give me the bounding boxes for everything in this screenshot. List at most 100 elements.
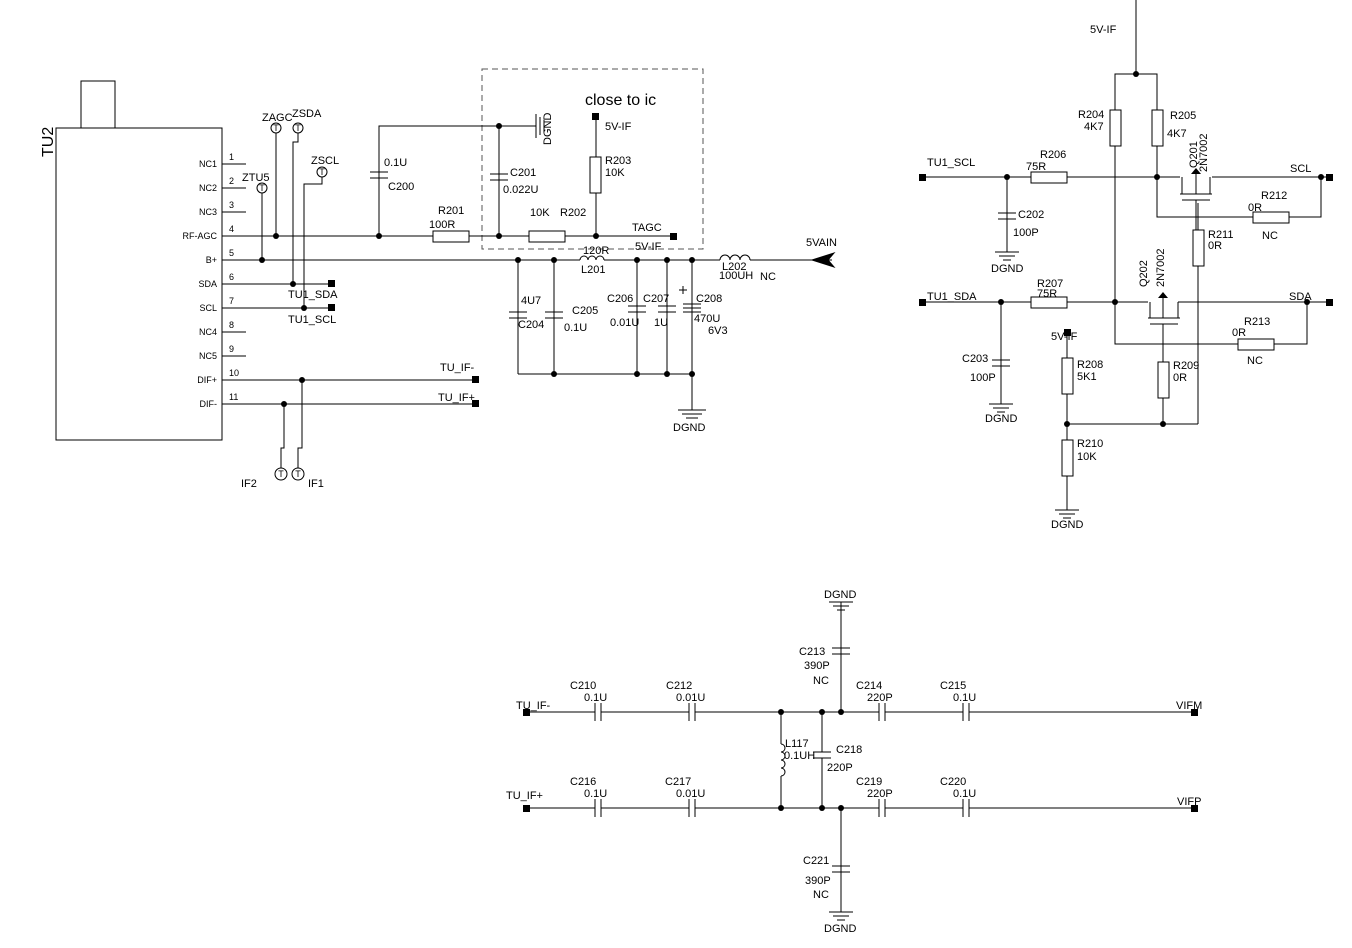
c216-value: 0.1U xyxy=(584,788,607,800)
pin-num-11: 11 xyxy=(229,392,238,402)
r210-ref: R210 xyxy=(1077,438,1103,450)
tuner-ports: TU1_SDA TU1_SCL TU_IF- TU_IF+ xyxy=(288,280,479,407)
port-tu1-scl xyxy=(328,304,335,311)
r211-ref: R211 xyxy=(1208,229,1233,241)
c213-value: 390P xyxy=(804,660,830,672)
pin-name-sda: SDA xyxy=(198,279,217,289)
c214-value: 220P xyxy=(867,692,893,704)
r213-value: 0R xyxy=(1232,327,1246,339)
net-5v-if-top-label: 5V-IF xyxy=(605,121,632,133)
tp-ztu5-label: ZTU5 xyxy=(242,172,270,184)
l201-value: 120R xyxy=(583,245,609,257)
q202-mosfet xyxy=(1148,292,1180,342)
c215-ref: C215 xyxy=(940,680,966,692)
r208-ref: R208 xyxy=(1077,359,1103,371)
l202-value: 100UH xyxy=(719,270,753,282)
port-5v-if-r208 xyxy=(1064,329,1071,336)
c216-ref: C216 xyxy=(570,776,596,788)
port-tu-if-minus-filter xyxy=(523,709,530,716)
pin-num-5: 5 xyxy=(229,248,234,258)
l202-extra: NC xyxy=(760,271,776,283)
c200-value: 0.1U xyxy=(384,157,407,169)
c217-value: 0.01U xyxy=(676,788,705,800)
l201-inductor xyxy=(579,255,605,261)
port-tu1-sda xyxy=(328,280,335,287)
c214-ref: C214 xyxy=(856,680,882,692)
svg-text:T: T xyxy=(259,183,265,193)
dgnd-c203-label: DGND xyxy=(985,413,1017,425)
pin-name-rf-agc: RF-AGC xyxy=(183,231,218,241)
r209-resistor xyxy=(1157,361,1170,399)
pin-name-nc2: NC2 xyxy=(199,183,217,193)
pin-name-nc3: NC3 xyxy=(199,207,217,217)
port-vifm xyxy=(1191,709,1198,716)
r202-resistor xyxy=(528,230,566,243)
c219-ref: C219 xyxy=(856,776,882,788)
c210-ref: C210 xyxy=(570,680,596,692)
port-vifp xyxy=(1191,805,1198,812)
c212-ref: C212 xyxy=(666,680,692,692)
svg-text:T: T xyxy=(295,123,301,133)
c218-ref: C218 xyxy=(836,744,862,756)
agc-section: close to ic 0.1U C200 C201 0.022U DGND R… xyxy=(370,68,837,434)
svg-text:T: T xyxy=(319,167,325,177)
c204-ref: C204 xyxy=(518,319,544,331)
l117-value: 0.1UH xyxy=(784,750,815,762)
net-5v-if-mid-label: 5V-IF xyxy=(635,241,662,253)
tuner-connector xyxy=(80,80,116,129)
i2c-level-shifter: 5V-IF R204 4K7 R205 4K7 TU1_SCL R206 75R… xyxy=(919,0,1333,531)
q201-ref: Q201 xyxy=(1188,141,1200,168)
c207-value: 1U xyxy=(654,317,668,329)
r202-value: 10K xyxy=(530,207,550,219)
pin-num-3: 3 xyxy=(229,200,234,210)
dgnd-c213-label: DGND xyxy=(824,589,856,601)
pin-name-dif-plus: DIF+ xyxy=(197,375,217,385)
pin-name-nc4: NC4 xyxy=(199,327,217,337)
l202-ref: L202 xyxy=(722,261,746,273)
c203-value: 100P xyxy=(970,372,996,384)
port-tagc xyxy=(670,233,677,240)
port-sda xyxy=(1326,299,1333,306)
q202-value: 2N7002 xyxy=(1155,248,1167,287)
r201-value: 100R xyxy=(429,219,455,231)
c213-ref: C213 xyxy=(799,646,825,658)
tp-zagc-label: ZAGC xyxy=(262,112,293,124)
l202-inductor xyxy=(719,254,751,261)
c208-value2: 6V3 xyxy=(708,325,728,337)
r204-ref: R204 xyxy=(1078,109,1104,121)
c205-value: 0.1U xyxy=(564,322,587,334)
testpoint-if2-icon xyxy=(274,467,288,481)
r209-ref: R209 xyxy=(1173,360,1199,372)
close-to-ic-box xyxy=(481,68,704,250)
net-tu-if-plus-filter-label: TU_IF+ xyxy=(506,790,543,802)
r204-resistor xyxy=(1109,109,1122,147)
net-5vain-label: 5VAIN xyxy=(806,237,837,249)
tuner-body xyxy=(55,127,223,441)
c210-value: 0.1U xyxy=(584,692,607,704)
r205-ref: R205 xyxy=(1170,110,1196,122)
r206-resistor xyxy=(1030,171,1068,184)
r206-value: 75R xyxy=(1026,161,1046,173)
c212-value: 0.01U xyxy=(676,692,705,704)
c218-value: 220P xyxy=(827,762,853,774)
net-tu1-scl-label: TU1_SCL xyxy=(288,314,336,326)
pin-name-bplus: B+ xyxy=(206,255,217,265)
port-tu1-scl-right xyxy=(919,174,926,181)
svg-text:T: T xyxy=(273,123,279,133)
port-tu-if-plus xyxy=(472,400,479,407)
port-tu-if-plus-filter xyxy=(523,805,530,812)
c221-value: 390P xyxy=(805,875,831,887)
c202-value: 100P xyxy=(1013,227,1039,239)
r207-value: 75R xyxy=(1037,288,1057,300)
c208-value: 470U xyxy=(694,313,720,325)
c215-value: 0.1U xyxy=(953,692,976,704)
tuner-block: TU2 1 2 3 4 5 6 7 8 9 10 11 NC1 NC2 NC3 … xyxy=(40,80,518,441)
q202-ref: Q202 xyxy=(1138,260,1150,287)
r201-resistor xyxy=(432,230,470,243)
pin-num-10: 10 xyxy=(229,368,239,378)
pin-num-4: 4 xyxy=(229,224,234,234)
c201-ref: C201 xyxy=(510,167,536,179)
c208-ref: C208 xyxy=(696,293,722,305)
c220-value: 0.1U xyxy=(953,788,976,800)
r209-value: 0R xyxy=(1173,372,1187,384)
